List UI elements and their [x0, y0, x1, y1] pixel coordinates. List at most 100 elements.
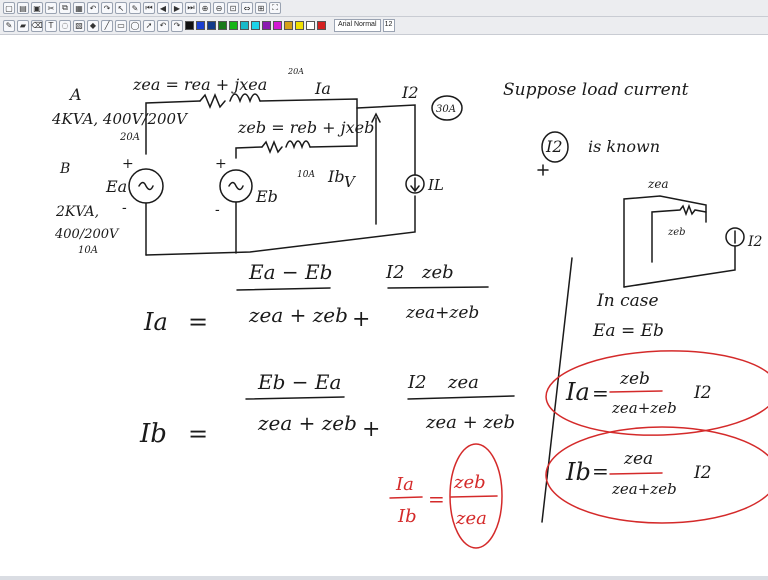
pointer-icon[interactable]: ↖	[115, 2, 127, 14]
color-swatch-4[interactable]	[218, 21, 227, 30]
next-page-icon[interactable]: ▶	[171, 2, 183, 14]
box2-num: zea	[623, 449, 653, 469]
new-page-icon[interactable]: ▢	[3, 2, 15, 14]
open-icon[interactable]: ▤	[17, 2, 29, 14]
zoom-width-icon[interactable]: ⇔	[241, 2, 253, 14]
eq2-denominator: zea + zeb	[257, 411, 357, 435]
eq1-denominator: zea + zeb	[248, 303, 348, 327]
in-case-text: In case	[596, 291, 659, 311]
arrow-icon[interactable]: ➚	[143, 19, 155, 32]
text-tool-icon[interactable]: T	[45, 19, 57, 32]
fullscreen-icon[interactable]: ⛶	[269, 2, 281, 14]
eq1-numerator: Ea − Eb	[248, 260, 332, 284]
pen-icon[interactable]: ✎	[129, 2, 141, 14]
gen-b-minus: -	[215, 202, 220, 218]
zoom-out-icon[interactable]: ⊖	[213, 2, 225, 14]
box1-num: zeb	[619, 369, 650, 389]
zoom-in-icon[interactable]: ⊕	[199, 2, 211, 14]
highlighter-icon[interactable]: ▰	[17, 19, 29, 32]
suppose-text: Suppose load current	[503, 80, 689, 100]
is-known-text: is known	[588, 137, 660, 156]
color-swatch-6[interactable]	[240, 21, 249, 30]
paste-icon[interactable]: ▦	[73, 2, 85, 14]
eq2-den2: zea + zeb	[425, 412, 515, 433]
gen-b-plus: +	[215, 156, 227, 172]
color-swatch-1[interactable]	[185, 21, 194, 30]
color-swatch-5[interactable]	[229, 21, 238, 30]
gen-a-rating: 4KVA, 400V/200V	[51, 110, 189, 128]
color-swatch-2[interactable]	[196, 21, 205, 30]
color-swatch-13[interactable]	[317, 21, 326, 30]
undo-icon[interactable]: ↶	[87, 2, 99, 14]
il-label: IL	[427, 176, 444, 194]
font-name-select[interactable]: Arial Normal	[334, 19, 381, 32]
main-toolbar: ▢▤▣✂⧉▦↶↷↖✎⏮◀▶⏭⊕⊖⊡⇔⊞⛶	[0, 0, 768, 17]
color-swatch-7[interactable]	[251, 21, 260, 30]
eraser-icon[interactable]: ⌫	[31, 19, 43, 32]
color-swatch-10[interactable]	[284, 21, 293, 30]
zoom-page-icon[interactable]: ⊞	[255, 2, 267, 14]
color-swatch-11[interactable]	[295, 21, 304, 30]
gen-a-current: 20A	[119, 132, 140, 143]
box2-lhs: Ib	[565, 458, 591, 486]
eq1-i2: I2	[385, 262, 405, 283]
rect-icon[interactable]: ▭	[115, 19, 127, 32]
ia-20a-label: 20A	[287, 67, 304, 76]
last-page-icon[interactable]: ⏭	[185, 2, 197, 14]
copy-icon[interactable]: ⧉	[59, 2, 71, 14]
small-i2: I2	[747, 234, 763, 250]
eq1-equals: =	[188, 308, 208, 336]
eq2-plus: +	[362, 417, 380, 442]
gen-a-plus: +	[122, 156, 134, 172]
gen-b-rating-1: 2KVA,	[55, 204, 99, 220]
ib-10a-label: 10A	[297, 170, 315, 180]
ellipse-icon[interactable]: ◯	[129, 19, 141, 32]
small-zea: zea	[647, 177, 669, 191]
eq2-i2: I2	[407, 372, 427, 393]
ib-label: Ib	[327, 167, 345, 186]
font-size-select[interactable]: 12	[382, 19, 395, 32]
status-bar	[0, 576, 768, 580]
eq1-den2: zea+zeb	[405, 303, 479, 323]
gen-b-current: 10A	[78, 245, 98, 256]
first-page-icon[interactable]: ⏮	[143, 2, 155, 14]
eq2-equals: =	[188, 420, 208, 448]
color-swatch-9[interactable]	[273, 21, 282, 30]
ratio-zea: zea	[455, 508, 487, 529]
line-icon[interactable]: ╱	[101, 19, 113, 32]
eb-label: Eb	[255, 187, 278, 206]
ratio-numerator: Ia	[395, 474, 414, 495]
i2-value: 30A	[436, 104, 456, 115]
eq1-zeb: zeb	[421, 262, 454, 283]
box2-i2: I2	[693, 463, 712, 483]
zoom-fit-icon[interactable]: ⊡	[227, 2, 239, 14]
color-swatch-8[interactable]	[262, 21, 271, 30]
suppose-i2: I2	[545, 137, 563, 156]
save-icon[interactable]: ▣	[31, 2, 43, 14]
lasso-icon[interactable]: ◌	[59, 19, 71, 32]
gen-a-label: A	[68, 85, 82, 104]
ea-eq-eb: Ea = Eb	[592, 321, 664, 341]
ia-label: Ia	[314, 79, 331, 98]
prev-page-icon[interactable]: ◀	[157, 2, 169, 14]
color-swatch-12[interactable]	[306, 21, 315, 30]
whiteboard-canvas[interactable]: A 4KVA, 400V/200V 20A B 2KVA, 400/200V 1…	[0, 36, 768, 580]
zeb-definition: zeb = reb + jxeb	[237, 118, 374, 137]
image-icon[interactable]: ▧	[73, 19, 85, 32]
redo-icon[interactable]: ↷	[171, 19, 183, 32]
small-zeb: zeb	[667, 227, 686, 238]
box1-lhs: Ia	[565, 378, 590, 406]
ratio-zeb: zeb	[453, 472, 486, 493]
box1-equals: =	[592, 381, 609, 405]
ea-label: Ea	[105, 177, 127, 196]
color-swatch-3[interactable]	[207, 21, 216, 30]
redo-icon[interactable]: ↷	[101, 2, 113, 14]
gen-b-rating-2: 400/200V	[54, 227, 120, 242]
shape-icon[interactable]: ◆	[87, 19, 99, 32]
eq2-lhs: Ib	[139, 419, 167, 449]
pen-tool-icon[interactable]: ✎	[3, 19, 15, 32]
undo-icon[interactable]: ↶	[157, 19, 169, 32]
gen-b-label: B	[59, 161, 70, 177]
cut-icon[interactable]: ✂	[45, 2, 57, 14]
